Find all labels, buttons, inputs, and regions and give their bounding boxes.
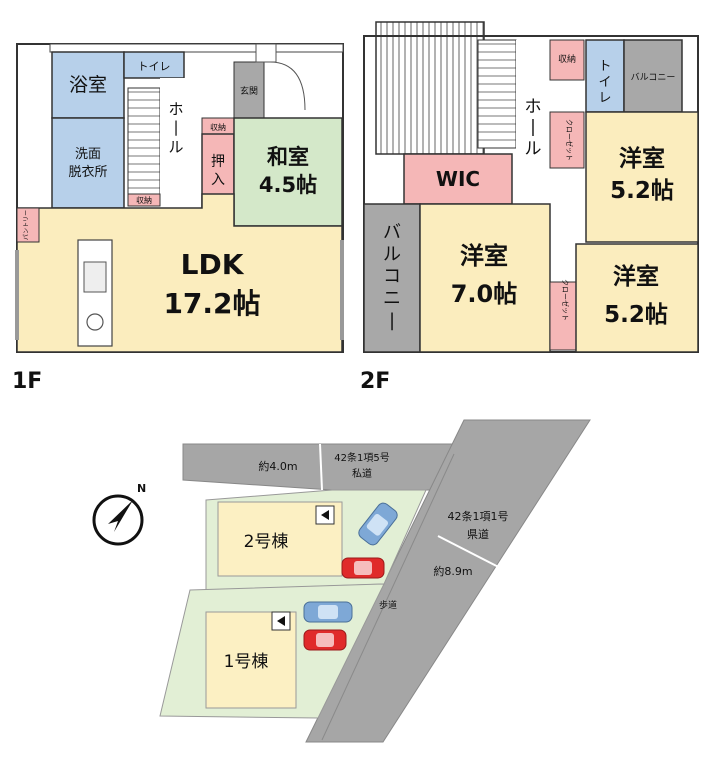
storage-1f-b xyxy=(127,193,161,207)
stairs-2f xyxy=(477,39,517,149)
car-blue-icon-1 xyxy=(303,601,353,623)
wash-label-1: 洗面 xyxy=(75,147,101,162)
prefectural-road-line-2: 県道 xyxy=(467,527,489,541)
hall-2f-char-2: | xyxy=(530,117,536,137)
toilet-2f-char-3: レ xyxy=(598,91,611,106)
hall-1f-char-1: ホ xyxy=(168,100,183,118)
room-toilet-1f xyxy=(123,51,185,79)
car-red-icon-2 xyxy=(341,557,385,579)
entrance-label: 玄関 xyxy=(240,85,258,97)
western-tr-size: 5.2帖 xyxy=(610,178,674,204)
western-tr-label: 洋室 xyxy=(619,145,665,172)
bath-label: 浴室 xyxy=(69,74,107,96)
closet-2f-a-label: クローゼット xyxy=(565,119,574,161)
floor-1-plan: 浴室 トイレ 玄関 洗面 脱衣所 ホ | ル 収納 押 入 和室 4.5帖 収納… xyxy=(12,43,344,394)
room-hall-1f xyxy=(160,78,204,194)
north-compass-icon: N xyxy=(92,482,146,546)
balcony-top-label: バルコニー xyxy=(631,72,676,83)
sidewalk-label: 歩道 xyxy=(379,599,397,611)
roof-grating xyxy=(375,21,485,155)
room-western-center xyxy=(419,203,551,353)
balcony-left xyxy=(363,203,421,353)
wic-label: WIC xyxy=(436,167,480,191)
pantry xyxy=(16,207,40,243)
entrance-marker-2 xyxy=(315,505,335,525)
site-plan: N 約4.0m 42条1項5号 私道 2号棟 42条1項1号 県道 約8.9m … xyxy=(92,419,591,743)
ldk-size: 17.2帖 xyxy=(163,287,260,320)
storage-2f-label: 収納 xyxy=(558,53,576,65)
toilet-1f-label: トイレ xyxy=(138,60,171,73)
hall-1f-char-3: ル xyxy=(168,138,183,156)
road-width-right: 約8.9m xyxy=(433,564,472,578)
washitsu-label: 和室 xyxy=(267,145,309,169)
oshiire-char-2: 入 xyxy=(211,172,225,188)
balcony-left-char-2: ル xyxy=(383,244,401,265)
building-1-label: 1号棟 xyxy=(224,652,269,672)
car-red-icon-1 xyxy=(303,629,347,651)
western-br-size: 5.2帖 xyxy=(604,302,668,328)
hall-2f-char-1: ホ xyxy=(525,97,542,117)
stairs-1f xyxy=(127,87,161,199)
balcony-left-char-5: | xyxy=(389,310,395,331)
western-center-size: 7.0帖 xyxy=(451,280,518,308)
western-br-label: 洋室 xyxy=(613,263,659,290)
storage-2f xyxy=(549,39,585,81)
room-washitsu xyxy=(233,117,343,227)
north-label: N xyxy=(137,482,146,495)
room-wic xyxy=(403,153,513,205)
pantry-label: パントリー xyxy=(23,210,30,240)
room-washroom xyxy=(51,117,125,209)
building-2-label: 2号棟 xyxy=(244,532,289,552)
storage-1f-a-label: 収納 xyxy=(210,122,226,132)
floor-2-plan: 収納 ト イ レ バルコニー ホ | ル クローゼット WIC 洋室 5.2帖 … xyxy=(360,21,699,394)
stove-icon xyxy=(86,313,104,331)
sink-icon xyxy=(83,261,107,293)
floor-1-label: 1F xyxy=(12,369,42,394)
kitchen-counter xyxy=(77,239,113,347)
road-width-top: 約4.0m xyxy=(258,459,297,473)
balcony-left-char-3: コ xyxy=(383,266,401,287)
room-entrance xyxy=(233,61,265,119)
oshiire-char-1: 押 xyxy=(211,154,225,170)
balcony-top xyxy=(623,39,683,113)
room-toilet-2f xyxy=(585,39,625,113)
hall-1f-char-2: | xyxy=(173,118,178,136)
floor-2-label: 2F xyxy=(360,369,390,394)
western-center-label: 洋室 xyxy=(460,242,508,270)
room-bath xyxy=(51,51,125,119)
closet-2f-b-label: クローゼット xyxy=(561,279,570,321)
room-western-tr xyxy=(585,111,699,243)
toilet-2f-char-1: ト xyxy=(598,59,611,74)
hall-2f-char-3: ル xyxy=(525,139,542,159)
private-road-line-2: 私道 xyxy=(352,467,372,480)
balcony-left-char-4: ニ xyxy=(383,288,401,309)
washitsu-size: 4.5帖 xyxy=(259,173,317,197)
toilet-2f-char-2: イ xyxy=(598,75,611,90)
wash-label-2: 脱衣所 xyxy=(68,164,107,180)
ldk-label: LDK xyxy=(181,248,245,281)
closet-2f-b xyxy=(549,281,577,351)
storage-1f-b-label: 収納 xyxy=(136,195,152,205)
entrance-marker-1 xyxy=(271,611,291,631)
private-road-line-1: 42条1項5号 xyxy=(334,451,389,464)
closet-2f-a xyxy=(549,111,585,169)
car-blue-icon-2 xyxy=(358,502,398,546)
room-western-br xyxy=(575,243,699,353)
prefectural-road-line-1: 42条1項1号 xyxy=(448,509,509,523)
balcony-left-char-1: バ xyxy=(383,222,401,243)
